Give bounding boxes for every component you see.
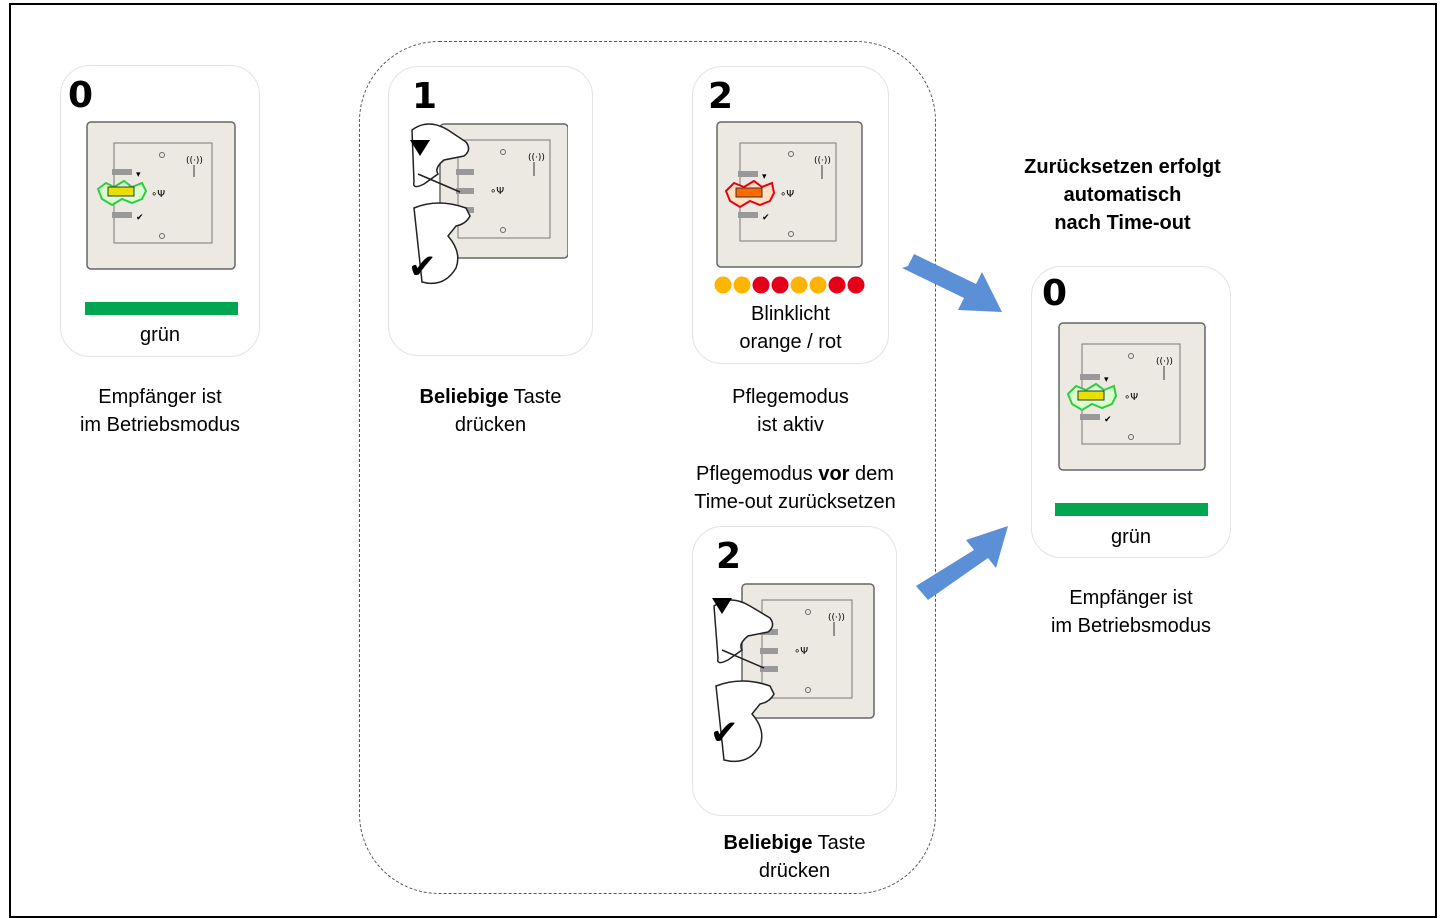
switch-plate-icon: ▾ ✔ ∘Ψ ((·)): [86, 121, 236, 270]
blink-dots: [714, 276, 865, 294]
auto-reset-label: Zurücksetzen erfolgt automatisch nach Ti…: [1024, 156, 1221, 234]
svg-text:∘Ψ: ∘Ψ: [1124, 392, 1138, 403]
svg-text:✔: ✔: [408, 247, 437, 287]
reset-before-label: Pflegemodus vor dem Time-out zurücksetze…: [694, 463, 896, 513]
switch-plate-blinking-icon: ▾ ✔ ∘Ψ ((·)): [716, 121, 863, 268]
step2-bottom-caption: Beliebige Taste drücken: [723, 832, 866, 882]
svg-text:((·)): ((·)): [1156, 357, 1173, 367]
svg-text:((·)): ((·)): [828, 613, 845, 623]
svg-text:▾: ▾: [762, 172, 767, 182]
blink-dot: [847, 276, 865, 294]
svg-text:✔: ✔: [762, 213, 770, 223]
arrow-right-down-icon: [902, 254, 1002, 312]
svg-text:✔: ✔: [710, 713, 739, 753]
led-status-bar: [85, 302, 238, 315]
blink-dot: [771, 276, 789, 294]
svg-text:∘Ψ: ∘Ψ: [490, 186, 504, 197]
step2-top-caption: Pflegemodus ist aktiv: [732, 386, 849, 436]
led-status-bar: [1055, 503, 1208, 516]
blink-dot: [790, 276, 808, 294]
blink-dot: [809, 276, 827, 294]
switch-plate-icon: ▾ ✔ ∘Ψ ((·)): [1058, 322, 1206, 471]
svg-text:∘Ψ: ∘Ψ: [794, 646, 808, 657]
led-label: grün: [1110, 526, 1152, 548]
svg-text:✔: ✔: [136, 213, 144, 223]
svg-text:▾: ▾: [136, 170, 141, 180]
step0-right-caption: Empfänger ist im Betriebsmodus: [1050, 587, 1212, 637]
svg-text:((·)): ((·)): [814, 156, 831, 166]
step0-left-caption: Empfänger ist im Betriebsmodus: [79, 386, 241, 436]
led-label: grün: [139, 324, 181, 346]
step2-bottom-number: 2: [716, 536, 742, 577]
svg-text:∘Ψ: ∘Ψ: [151, 189, 165, 200]
svg-text:✔: ✔: [1104, 415, 1112, 425]
svg-text:((·)): ((·)): [186, 156, 203, 166]
blink-dot: [714, 276, 732, 294]
blink-label: Blinklicht orange / rot: [739, 303, 842, 353]
maintenance-group: [359, 41, 936, 894]
step2-top-number: 2: [708, 76, 734, 117]
arrow-right-up-icon: [916, 526, 1008, 600]
svg-text:((·)): ((·)): [528, 153, 545, 163]
svg-text:▾: ▾: [1104, 375, 1109, 385]
step1-number: 1: [412, 76, 438, 117]
step1-caption: Beliebige Taste drücken: [419, 386, 562, 436]
blink-dot: [828, 276, 846, 294]
press-button-hand-icon: ((·)) ∘Ψ ✔: [710, 583, 875, 763]
step0-right-number: 0: [1042, 273, 1068, 314]
step0-left-number: 0: [68, 75, 94, 116]
blink-dot: [752, 276, 770, 294]
blink-dot: [733, 276, 751, 294]
press-button-hand-icon: ((·)) ∘Ψ ✔: [408, 123, 568, 287]
svg-text:∘Ψ: ∘Ψ: [780, 189, 794, 200]
